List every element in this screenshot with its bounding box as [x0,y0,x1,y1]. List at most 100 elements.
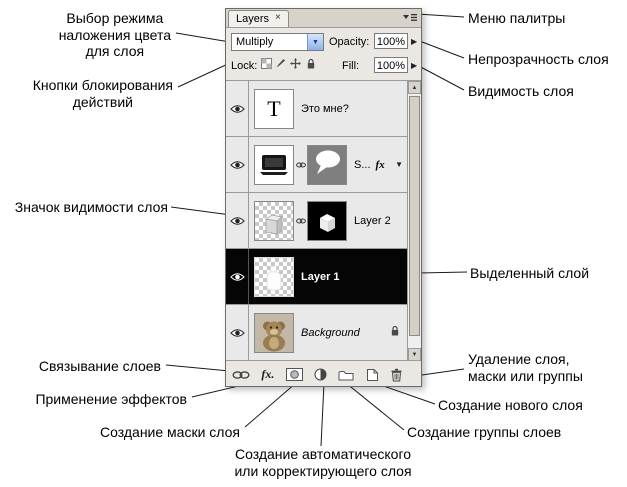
annotation-create-mask: Создание маски слоя [100,424,240,440]
carton-image [265,214,283,235]
annotation-layer-visibility: Видимость слоя [468,83,574,99]
new-group-button[interactable] [338,369,354,381]
layer-name[interactable]: Layer 2 [354,214,391,227]
visibility-toggle[interactable] [226,305,249,360]
opacity-input[interactable]: 100% [374,33,408,49]
trash-icon [391,368,402,381]
layer-thumbnail[interactable] [254,144,294,185]
annotation-delete-layer: Удаление слоя, маски или группы [468,351,583,384]
mask-icon [285,368,303,381]
annotation-new-layer: Создание нового слоя [438,397,583,413]
scroll-up-button[interactable]: ▲ [408,81,421,94]
annotation-apply-effects: Применение эффектов [35,391,187,407]
chevron-down-icon[interactable]: ▼ [307,34,323,50]
fill-label: Fill: [342,60,360,72]
layer-list: T Это мне? [226,81,421,361]
fill-slider-arrow-icon[interactable]: ▶ [411,61,418,70]
teddy-bear-image [263,321,285,351]
layer-mask-thumbnail[interactable] [307,144,347,185]
layers-palette: Layers × Multiply ▼ Opacity: 100% ▶ Lock… [225,8,422,387]
annotation-visibility-icon: Значок видимости слоя [14,199,168,215]
scroll-down-button[interactable]: ▼ [408,348,421,361]
folder-icon [338,370,354,380]
layer-thumbnail[interactable] [254,312,294,353]
layer-thumbnail[interactable]: T [254,88,294,129]
annotation-selected-layer: Выделенный слой [470,265,590,281]
text-layer-glyph: T [267,95,281,121]
mask-link-icon[interactable] [294,217,307,225]
layer-name[interactable]: Layer 1 [301,270,340,283]
scrollbar[interactable]: ▲ ▼ [407,81,421,361]
brush-icon [276,59,285,68]
annotation-new-group: Создание группы слоев [407,424,562,440]
fill-input[interactable]: 100% [374,57,408,73]
annotation-create-adjustment: Создание автоматического или корректирую… [234,446,412,479]
visibility-toggle[interactable] [226,137,249,192]
cube-shape [320,213,335,232]
lock-position-button[interactable] [289,58,302,72]
layer-row-background[interactable]: Background [226,305,407,361]
layer-row-layer2[interactable]: Layer 2 [226,193,407,249]
lock-label: Lock: [231,60,258,72]
lock-transparency-button[interactable] [260,58,273,72]
annotation-lock-buttons: Кнопки блокирования действий [32,77,173,110]
tab-layers[interactable]: Layers × [228,10,289,27]
layer-row-styled[interactable]: S... fx ▼ [226,137,407,193]
palette-menu-icon [403,14,417,21]
speech-bubble-shape [316,150,340,174]
palette-toolbar: fx. [226,361,421,388]
expand-effects-icon[interactable]: ▼ [395,160,403,169]
annotation-layer-opacity: Непрозрачность слоя [468,51,609,67]
chain-link-icon [295,162,306,167]
scrollbar-track[interactable] [408,94,421,348]
fx-badge: fx [375,158,385,171]
background-lock-icon [390,324,400,342]
layer-row-text[interactable]: T Это мне? [226,81,407,137]
annotation-link-layers: Связывание слоев [38,358,161,374]
palette-tab-bar: Layers × [226,9,421,28]
tab-label: Layers [236,13,270,25]
palette-controls: Multiply ▼ Opacity: 100% ▶ Lock: [226,28,421,81]
link-layers-button[interactable] [232,370,250,380]
tab-close-icon[interactable]: × [275,12,281,23]
visibility-toggle[interactable] [226,193,249,248]
adjustment-layer-button[interactable] [314,368,327,381]
eye-icon [229,328,245,337]
palette-menu-button[interactable] [401,11,418,24]
mask-link-icon[interactable] [294,161,307,169]
layer-name[interactable]: S... [354,158,371,171]
layer-effects-button[interactable]: fx. [261,367,275,381]
eye-icon [229,104,245,113]
annotation-palette-menu: Меню палитры [468,10,566,26]
annotation-blend-mode: Выбор режима наложения цвета для слоя [58,10,171,60]
blend-mode-select[interactable]: Multiply ▼ [231,33,324,51]
bottle-image [266,265,282,290]
delete-layer-button[interactable] [390,368,403,382]
chain-icon [232,370,250,379]
layer-rows: T Это мне? [226,81,407,361]
layer-mask-thumbnail[interactable] [307,200,347,241]
new-layer-button[interactable] [366,368,379,382]
laptop-image [260,154,288,175]
scrollbar-thumb[interactable] [409,96,420,336]
layer-thumbnail[interactable] [254,200,294,241]
add-mask-button[interactable] [285,368,303,381]
visibility-toggle[interactable] [226,81,249,136]
layer-name[interactable]: Это мне? [301,102,349,115]
eye-icon [229,160,245,169]
blend-mode-value: Multiply [236,36,274,48]
half-circle-icon [314,368,327,381]
lock-all-button[interactable] [304,58,317,73]
layer-name[interactable]: Background [301,326,360,339]
eye-icon [229,216,245,225]
layer-thumbnail[interactable] [254,256,294,297]
opacity-label: Opacity: [329,36,370,48]
new-page-icon [366,368,378,381]
lock-icon [307,58,314,69]
move-icon [290,58,301,69]
layer-row-selected[interactable]: Layer 1 [226,249,407,305]
opacity-slider-arrow-icon[interactable]: ▶ [411,37,418,46]
visibility-toggle[interactable] [226,249,249,304]
lock-pixels-button[interactable] [274,58,287,72]
